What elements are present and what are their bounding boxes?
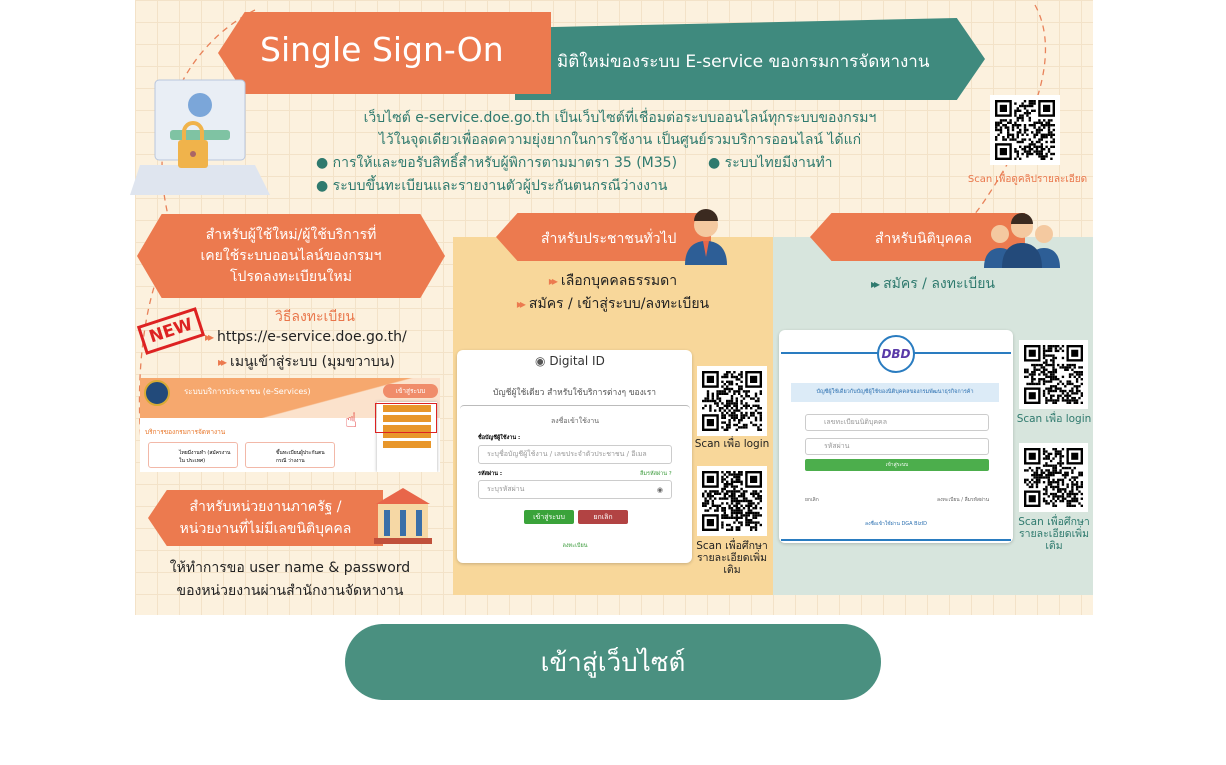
citizen-step: ▸▸สมัคร / เข้าสู่ระบบ/ลงทะเบียน xyxy=(453,293,773,316)
qr-code-video[interactable] xyxy=(990,95,1060,165)
group-people-icon xyxy=(984,213,1060,268)
how-to-register-title: วิธีลงทะเบียน xyxy=(274,309,355,325)
qr-code-details[interactable] xyxy=(697,466,767,536)
bullet-unemployment: ● ระบบขึ้นทะเบียนและรายงานตัวผู้ประกันตน… xyxy=(316,178,668,194)
step-url: ▸▸https://e-service.doe.go.th/ xyxy=(205,329,407,345)
enter-website-button[interactable]: เข้าสู่เว็บไซต์ xyxy=(345,624,881,700)
banner-line: สำหรับผู้ใช้ใหม่/ผู้ใช้บริการที่ xyxy=(205,226,377,243)
caption-line: Scan เพื่อศึกษา xyxy=(1018,516,1090,528)
new-user-banner: สำหรับผู้ใช้ใหม่/ผู้ใช้บริการที่ เคยใช้ร… xyxy=(137,214,445,298)
registration-number-input[interactable]: เลขทะเบียนนิติบุคคล xyxy=(805,414,989,431)
arrow-icon: ▸▸ xyxy=(548,274,558,288)
page-title: Single Sign-On xyxy=(260,30,504,69)
login-button[interactable]: เข้าสู่ระบบ xyxy=(805,459,989,471)
citizen-banner: สำหรับประชาชนทั่วไป xyxy=(496,213,711,261)
cancel-button[interactable]: ยกเลิก xyxy=(578,510,628,524)
juristic-banner-label: สำหรับนิติบุคคล xyxy=(875,231,972,247)
qr-caption: Scan เพื่อดูคลิปรายละเอียด xyxy=(967,174,1088,185)
forgot-password-link[interactable]: ลืมรหัสผ่าน ? xyxy=(640,471,672,477)
eservice-screenshot: ระบบบริการประชาชน (e-Services) เข้าสู่ระ… xyxy=(140,378,440,472)
username-input[interactable]: ระบุชื่อบัญชีผู้ใช้งาน / เลขประจำตัวประช… xyxy=(478,445,672,464)
dbd-notice: บัญชีผู้ใช้เดียวกับบัญชีผู้ใช้ของนิติบุค… xyxy=(791,383,999,402)
citizen-banner-label: สำหรับประชาชนทั่วไป xyxy=(541,231,677,247)
arrow-icon: ▸▸ xyxy=(205,330,214,344)
bullet-thai-job: ● ระบบไทยมีงานทำ xyxy=(708,155,833,171)
government-building-icon xyxy=(374,488,432,544)
screenshot-tile: ขึ้นทะเบียนผู้ประกันตนกรณี ว่างงาน xyxy=(245,442,335,468)
cancel-link[interactable]: ยกเลิก xyxy=(805,497,819,503)
step-text: สมัคร / ลงทะเบียน xyxy=(883,276,995,292)
subtitle-banner: มิติใหม่ของระบบ E-service ของกรมการจัดหา… xyxy=(515,18,985,100)
banner-line: หน่วยงานที่ไม่มีเลขนิติบุคคล xyxy=(179,521,352,537)
intro-line-1: เว็บไซต์ e-service.doe.go.th เป็นเว็บไซต… xyxy=(363,110,877,126)
digital-id-brand: ◉ Digital ID xyxy=(535,354,605,368)
caption-line: Scan เพื่อศึกษา xyxy=(696,540,768,552)
government-instructions: ให้ทำการขอ user name & password ของหน่วย… xyxy=(140,557,440,603)
banner-line: เคยใช้ระบบออนไลน์ของกรมฯ xyxy=(200,247,382,264)
login-form: ลงชื่อเข้าใช้งาน ชื่อบัญชีผู้ใช้งาน : ระ… xyxy=(460,405,690,557)
intro-text: เว็บไซต์ e-service.doe.go.th เป็นเว็บไซต… xyxy=(330,107,910,151)
step-menu: ▸▸เมนูเข้าสู่ระบบ (มุมขวาบน) xyxy=(218,351,395,373)
screenshot-section: บริการของกรมการจัดหางาน xyxy=(145,428,226,436)
highlight-box xyxy=(375,403,437,433)
screenshot-dropdown xyxy=(377,402,437,472)
screenshot-title: ระบบบริการประชาชน (e-Services) xyxy=(184,387,311,396)
title-banner: Single Sign-On xyxy=(218,12,551,94)
step-text[interactable]: https://e-service.doe.go.th/ xyxy=(217,329,407,345)
qr-code-login[interactable] xyxy=(697,366,767,436)
step-text: เลือกบุคคลธรรมดา xyxy=(560,273,678,289)
qr-caption: Scan เพื่อ login xyxy=(1016,413,1092,425)
person-icon xyxy=(685,209,727,265)
instruction-line: ของหน่วยงานผ่านสำนักงานจัดหางาน xyxy=(176,583,404,599)
login-button[interactable]: เข้าสู่ระบบ xyxy=(524,510,574,524)
doe-logo-icon xyxy=(144,380,170,406)
form-heading: ลงชื่อเข้าใช้งาน xyxy=(550,417,600,425)
arrow-icon: ▸▸ xyxy=(871,277,880,291)
password-label: รหัสผ่าน : xyxy=(478,471,503,477)
qr-caption: Scan เพื่อ login xyxy=(694,438,770,450)
eye-icon[interactable]: ◉ xyxy=(656,485,663,494)
step-text: สมัคร / เข้าสู่ระบบ/ลงทะเบียน xyxy=(528,296,710,312)
arrow-icon: ▸▸ xyxy=(218,355,227,369)
password-input[interactable]: ระบุรหัสผ่าน ◉ xyxy=(478,480,672,499)
fingerprint-icon: ◉ xyxy=(535,354,546,368)
password-input[interactable]: รหัสผ่าน xyxy=(805,438,989,455)
banner-line: โปรดลงทะเบียนใหม่ xyxy=(230,268,352,285)
tagline: บัญชีผู้ใช้เดียว สำหรับใช้บริการต่างๆ ขอ… xyxy=(492,388,657,398)
brand-text: Digital ID xyxy=(549,354,605,368)
register-link[interactable]: ลงทะเบียน xyxy=(562,543,588,549)
screenshot-tile: ไทยมีงานทำ (สมัครงานใน ประเทศ) xyxy=(148,442,238,468)
bullet-text: การให้และขอรับสิทธิ์สำหรับผู้พิการตามมาต… xyxy=(332,155,678,171)
dbd-login-card: DBD บัญชีผู้ใช้เดียวกับบัญชีผู้ใช้ของนิต… xyxy=(779,330,1013,543)
screenshot-login-button: เข้าสู่ระบบ xyxy=(383,384,438,398)
placeholder: ระบุรหัสผ่าน xyxy=(487,485,525,493)
caption-line: รายละเอียดเพิ่มเติม xyxy=(696,552,768,576)
qr-code-login[interactable] xyxy=(1019,340,1088,409)
digital-id-login-card: ◉ Digital ID บัญชีผู้ใช้เดียว สำหรับใช้บ… xyxy=(457,350,692,563)
government-banner: สำหรับหน่วยงานภาครัฐ / หน่วยงานที่ไม่มีเ… xyxy=(148,490,383,546)
citizen-step: ▸▸เลือกบุคคลธรรมดา xyxy=(453,270,773,293)
divider xyxy=(781,539,1011,541)
bullet-text: ระบบขึ้นทะเบียนและรายงานตัวผู้ประกันตนกร… xyxy=(332,178,668,194)
intro-line-2: ไว้ในจุดเดียวเพื่อลดความยุ่งยากในการใช้ง… xyxy=(378,132,862,148)
arrow-icon: ▸▸ xyxy=(516,297,526,311)
hand-pointer-icon: ☝ xyxy=(345,408,358,432)
register-link[interactable]: ลงทะเบียน / ลืมรหัสผ่าน xyxy=(937,497,990,503)
caption-line: รายละเอียดเพิ่มเติม xyxy=(1018,528,1090,552)
bullet-text: ระบบไทยมีงานทำ xyxy=(724,155,833,171)
qr-caption: Scan เพื่อศึกษารายละเอียดเพิ่มเติม xyxy=(690,540,774,576)
bullet-m35: ● การให้และขอรับสิทธิ์สำหรับผู้พิการตามม… xyxy=(316,155,678,171)
username-label: ชื่อบัญชีผู้ใช้งาน : xyxy=(478,435,521,441)
qr-caption: Scan เพื่อศึกษารายละเอียดเพิ่มเติม xyxy=(1012,516,1096,552)
qr-code-details[interactable] xyxy=(1019,443,1088,512)
juristic-step: ▸▸สมัคร / ลงทะเบียน xyxy=(773,273,1093,295)
step-text: เมนูเข้าสู่ระบบ (มุมขวาบน) xyxy=(230,354,395,370)
banner-line: สำหรับหน่วยงานภาครัฐ / xyxy=(189,499,342,515)
dbd-logo: DBD xyxy=(877,335,915,373)
security-laptop-illustration xyxy=(130,79,270,195)
citizen-steps: ▸▸เลือกบุคคลธรรมดา ▸▸สมัคร / เข้าสู่ระบบ… xyxy=(453,270,773,316)
page-subtitle: มิติใหม่ของระบบ E-service ของกรมการจัดหา… xyxy=(557,52,930,72)
dga-bizid-link[interactable]: ลงชื่อเข้าใช้ผ่าน DGA BizID xyxy=(865,521,927,527)
instruction-line: ให้ทำการขอ user name & password xyxy=(169,560,411,576)
